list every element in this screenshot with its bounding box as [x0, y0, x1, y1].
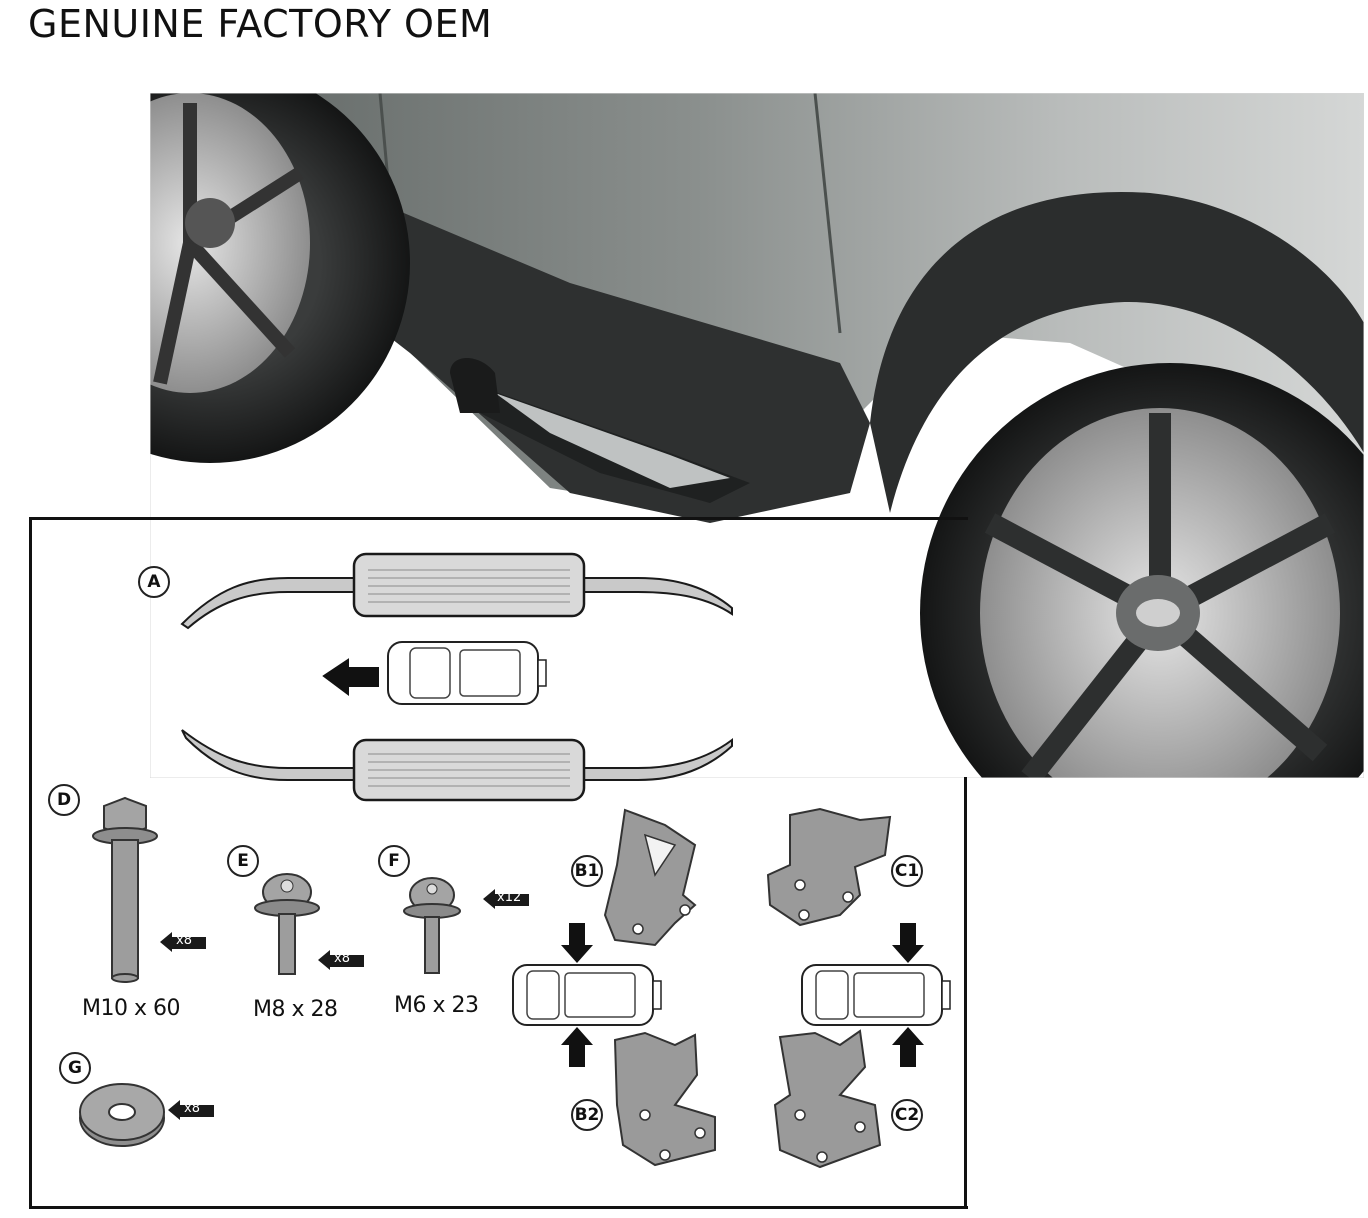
- part-label-d: D: [48, 784, 80, 816]
- part-label-f: F: [378, 845, 410, 877]
- qty-e-badge: x8: [318, 948, 364, 970]
- bolt-f-icon: [402, 875, 462, 979]
- washer-g-icon: [78, 1080, 168, 1150]
- spec-e: M8 x 28: [253, 997, 338, 1022]
- spec-d: M10 x 60: [82, 996, 180, 1021]
- bracket-set-b: [505, 805, 730, 1175]
- bolt-d-icon: [90, 796, 160, 986]
- bolt-e-icon: [254, 870, 320, 980]
- qty-d-badge: x8: [160, 930, 206, 952]
- part-label-c1: C1: [891, 855, 923, 887]
- part-label-a: A: [138, 566, 170, 598]
- spec-f: M6 x 23: [394, 993, 479, 1018]
- part-a-side-steps: [178, 548, 738, 806]
- qty-f-badge: x12: [483, 887, 529, 909]
- vehicle-photo: [150, 93, 1364, 778]
- kit-diagram-panel: [29, 517, 968, 1209]
- part-label-b2: B2: [571, 1099, 603, 1131]
- part-label-e: E: [227, 845, 259, 877]
- qty-g-badge: x8: [168, 1098, 214, 1120]
- page-title: GENUINE FACTORY OEM: [28, 2, 493, 46]
- part-label-g: G: [59, 1052, 91, 1084]
- kit-diagram-frame-right: [964, 777, 967, 1206]
- part-label-c2: C2: [891, 1099, 923, 1131]
- bracket-set-c: [760, 805, 960, 1175]
- part-label-b1: B1: [571, 855, 603, 887]
